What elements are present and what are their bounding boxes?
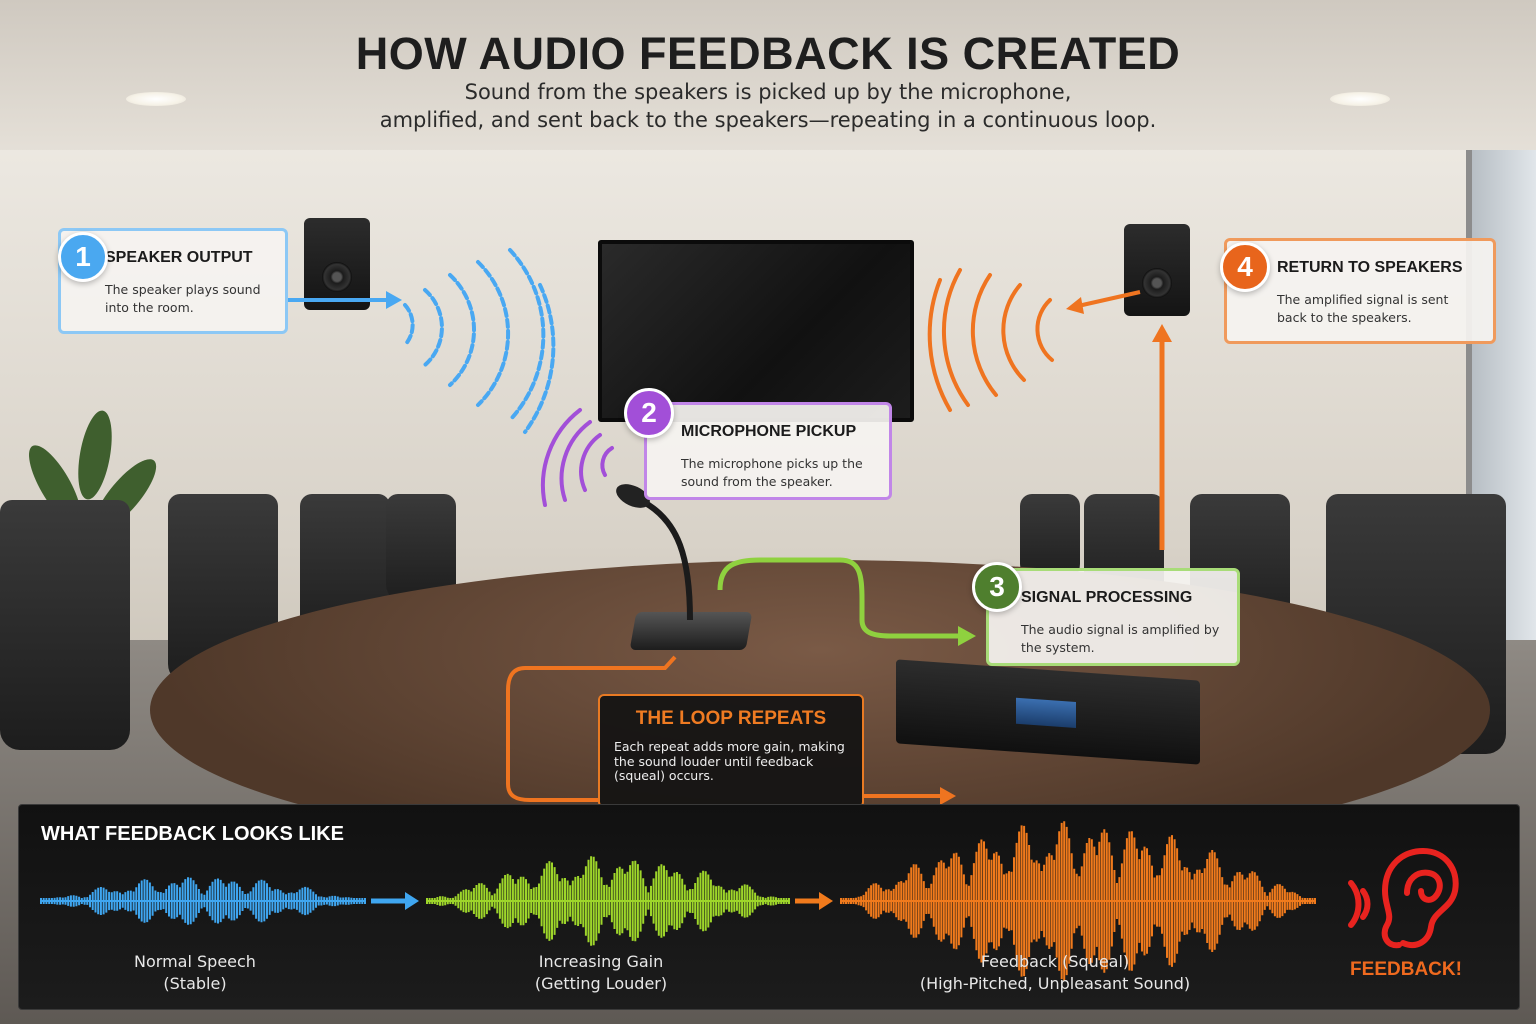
microphone-head-icon <box>616 484 650 508</box>
ceiling-light <box>126 92 186 106</box>
step-2-description: The microphone picks up the sound from t… <box>681 456 863 489</box>
loop-heading: THE LOOP REPEATS <box>635 708 827 729</box>
waveform-stage-2 <box>426 856 790 946</box>
waveform-stage-3 <box>840 821 1316 981</box>
page-title: HOW AUDIO FEEDBACK IS CREATED <box>355 28 1181 79</box>
step-2-badge: 2 <box>624 388 674 438</box>
ceiling-light <box>1330 92 1390 106</box>
step-2-callout: MICROPHONE PICKUP The microphone picks u… <box>644 402 892 500</box>
step-4-callout: RETURN TO SPEAKERS The amplified signal … <box>1224 238 1496 344</box>
stage-2-label-line-2: (Getting Louder) <box>534 974 668 993</box>
stage-2-label: Increasing Gain (Getting Louder) <box>481 951 721 995</box>
return-arrow-to-speaker <box>1066 290 1141 314</box>
chair <box>0 500 130 750</box>
stage-transition-arrowhead <box>819 892 833 910</box>
stage-transition-arrowhead <box>405 892 419 910</box>
step-1-heading: SPEAKER OUTPUT <box>105 249 253 266</box>
upward-return-arrow <box>1152 324 1172 550</box>
waveform-graphics <box>40 821 1316 981</box>
stage-3-label: Feedback (Squeal) (High-Pitched, Unpleas… <box>885 951 1225 995</box>
step-4-badge: 4 <box>1220 242 1270 292</box>
waveform-panel-title: WHAT FEEDBACK LOOKS LIKE <box>41 823 344 845</box>
return-waves <box>927 268 1054 412</box>
waveform-panel: WHAT FEEDBACK LOOKS LIKE Normal Speech (… <box>18 804 1520 1010</box>
waveform-stage-1 <box>40 877 366 925</box>
microphone-pickup-waves <box>540 408 614 507</box>
stage-1-label-line-2: (Stable) <box>163 974 227 993</box>
ear-icon <box>1348 847 1459 949</box>
feedback-result-label: FEEDBACK! <box>1350 959 1462 980</box>
step-3-badge: 3 <box>972 562 1022 612</box>
loop-path-arrow <box>506 655 956 805</box>
step-3-heading: SIGNAL PROCESSING <box>1021 589 1193 606</box>
left-speaker-icon <box>304 218 370 310</box>
subtitle-line-2: amplified, and sent back to the speakers… <box>379 108 1157 132</box>
subtitle-line-1: Sound from the speakers is picked up by … <box>464 80 1072 104</box>
stage-2-label-line-1: Increasing Gain <box>538 952 664 971</box>
right-speaker-icon <box>1124 224 1190 316</box>
step-4-heading: RETURN TO SPEAKERS <box>1277 259 1463 276</box>
signal-path-arrow <box>717 557 976 646</box>
ceiling <box>0 0 1536 160</box>
loop-repeats-box: THE LOOP REPEATS Each repeat adds more g… <box>598 694 864 808</box>
microphone-gooseneck <box>638 497 693 621</box>
step-1-description: The speaker plays sound into the room. <box>105 282 261 315</box>
step-3-description: The audio signal is amplified by the sys… <box>1021 622 1220 655</box>
stage-3-label-line-1: Feedback (Squeal) <box>980 952 1130 971</box>
step-4-description: The amplified signal is sent back to the… <box>1277 292 1449 325</box>
step-3-callout: SIGNAL PROCESSING The audio signal is am… <box>986 568 1240 666</box>
stage-1-label-line-1: Normal Speech <box>134 952 256 971</box>
stage-1-label: Normal Speech (Stable) <box>95 951 295 995</box>
step-1-badge: 1 <box>58 232 108 282</box>
step-2-heading: MICROPHONE PICKUP <box>681 423 857 440</box>
speaker-output-arrow <box>288 291 402 309</box>
stage-3-label-line-2: (High-Pitched, Unpleasant Sound) <box>919 974 1191 993</box>
speaker-output-waves <box>403 248 556 434</box>
loop-description: Each repeat adds more gain, making the s… <box>614 739 845 783</box>
